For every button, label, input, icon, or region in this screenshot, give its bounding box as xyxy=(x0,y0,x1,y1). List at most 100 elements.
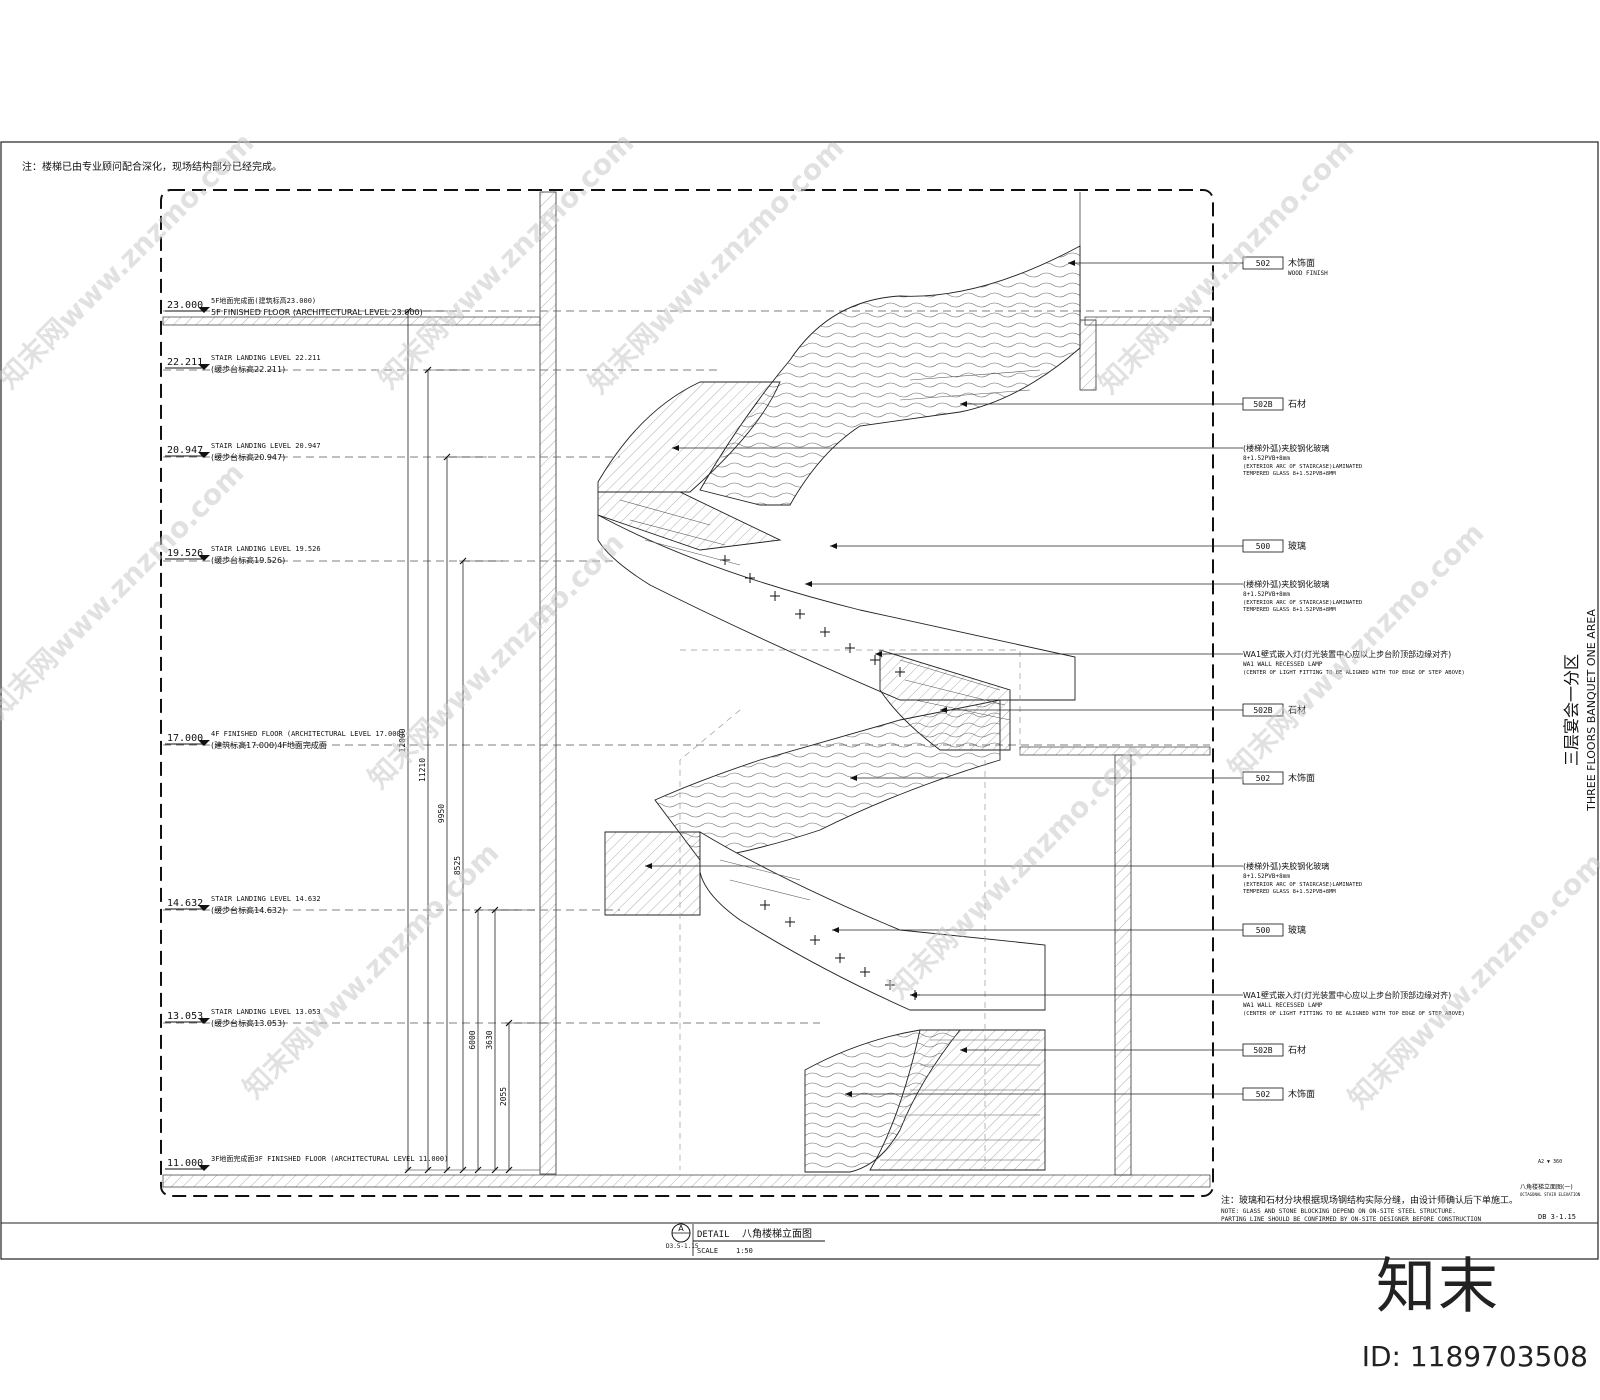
level-label-2: (缓步台标高19.526) xyxy=(211,555,285,565)
level-label-1: 4F FINISHED FLOOR (ARCHITECTURAL LEVEL 1… xyxy=(211,730,405,738)
level-label-1: 3F地面完成面3F FINISHED FLOOR (ARCHITECTURAL … xyxy=(211,1154,448,1163)
material-spec: WA1 WALL RECESSED LAMP xyxy=(1243,1002,1323,1009)
material-name: (楼梯外弧)夹胶钢化玻璃 xyxy=(1243,579,1329,589)
structural-column-right-lower xyxy=(1114,754,1132,1176)
floor-slab-5f-right xyxy=(1084,316,1212,326)
drawing-boundary xyxy=(160,189,1214,1197)
level-label-2: (缓步台标高20.947) xyxy=(211,452,285,462)
material-code: 500 xyxy=(1256,542,1271,551)
material-code-box xyxy=(1242,1043,1284,1057)
material-callout: 500 玻璃 xyxy=(830,539,1306,553)
level-value: 22.211 xyxy=(167,357,203,368)
material-spec-3: TEMPERED GLASS 8+1.52PVB+8MM xyxy=(1243,471,1336,477)
leader-arrow-icon xyxy=(830,543,837,549)
material-name: 木饰面 xyxy=(1288,1088,1315,1100)
level-value: 20.947 xyxy=(167,445,203,456)
material-code-box xyxy=(1242,771,1284,785)
material-spec-3: TEMPERED GLASS 8+1.52PVB+8MM xyxy=(1243,889,1336,895)
leader-arrow-icon xyxy=(850,775,857,781)
level-value: 19.526 xyxy=(167,548,203,559)
material-code: 502 xyxy=(1256,1090,1271,1099)
material-name: 石材 xyxy=(1288,1044,1306,1056)
watermark: 知末网www.znzmo.com xyxy=(237,836,506,1105)
material-spec-2: (EXTERIOR ARC OF STAIRCASE)LAMINATED xyxy=(1243,882,1362,888)
bottom-note-cn: 注：玻璃和石材分块根据现场钢结构实际分缝，由设计师确认后下单施工。 xyxy=(1221,1194,1518,1206)
material-code: 500 xyxy=(1256,926,1271,935)
detail-ref: D3.5-1.15 xyxy=(666,1243,699,1250)
watermark: 知末网www.znzmo.com xyxy=(1092,131,1361,400)
material-code: 502B xyxy=(1253,1046,1272,1055)
material-code: 502B xyxy=(1253,400,1272,409)
material-code-box xyxy=(1242,397,1284,411)
material-name: 玻璃 xyxy=(1288,540,1306,552)
leader-arrow-icon xyxy=(910,992,917,998)
material-code: 502 xyxy=(1256,774,1271,783)
material-callout: 502B 石材 xyxy=(940,703,1306,717)
level-triangle-icon xyxy=(198,452,210,458)
material-code: 502B xyxy=(1253,706,1272,715)
level-triangle-icon xyxy=(198,307,210,313)
dimension-value: 3630 xyxy=(485,1030,494,1049)
material-name: 石材 xyxy=(1288,398,1306,410)
level-label-1: STAIR LANDING LEVEL 19.526 xyxy=(211,545,321,553)
material-callout: 502 木饰面 xyxy=(845,1087,1315,1101)
material-callout: WA1壁式嵌入灯(灯光装置中心应以上步台阶顶部边缘对齐) WA1 WALL REC… xyxy=(910,990,1465,1017)
structural-column-left xyxy=(539,191,557,1175)
dimension: 3630 xyxy=(485,906,535,1174)
leader-arrow-icon xyxy=(832,927,839,933)
material-spec: 8+1.52PVB+8mm xyxy=(1243,873,1290,880)
area-label-cn: 三层宴会一分区 xyxy=(1562,654,1581,766)
material-name: 木饰面 xyxy=(1288,257,1315,269)
level-label-2: (缓步台标高13.053) xyxy=(211,1018,285,1028)
sheet-title-cn: 八角楼梯立面图(一) xyxy=(1520,1183,1573,1191)
stair-flight-lower-wood xyxy=(654,699,1001,861)
material-code: 502 xyxy=(1256,259,1271,268)
leader-arrow-icon xyxy=(960,401,967,407)
material-spec: 8+1.52PVB+8mm xyxy=(1243,455,1290,462)
level-label-1: STAIR LANDING LEVEL 20.947 xyxy=(211,442,321,450)
material-callout: 502 木饰面 xyxy=(850,771,1315,785)
detail-label: DETAIL xyxy=(697,1230,730,1240)
level-triangle-icon xyxy=(198,555,210,561)
scale-value: 1:50 xyxy=(736,1247,753,1255)
level-marker: 11.000 3F地面完成面3F FINISHED FLOOR (ARCHITEC… xyxy=(165,1154,448,1171)
level-marker: 19.526 STAIR LANDING LEVEL 19.526 (缓步台标高19… xyxy=(165,545,321,565)
material-name: 木饰面 xyxy=(1288,772,1315,784)
level-triangle-icon xyxy=(198,364,210,370)
material-callout: 502B 石材 xyxy=(960,397,1306,411)
level-value: 13.053 xyxy=(167,1011,203,1022)
area-label: 三层宴会一分区 THREE FLOORS BANQUET ONE AREA xyxy=(1562,609,1598,812)
material-name: WA1壁式嵌入灯(灯光装置中心应以上步台阶顶部边缘对齐) xyxy=(1243,990,1451,1000)
material-name: 石材 xyxy=(1288,704,1306,716)
material-spec: 8+1.52PVB+8mm xyxy=(1243,591,1290,598)
level-value: 11.000 xyxy=(167,1158,203,1169)
bottom-note-en2: PARTING LINE SHOULD BE CONFIRMED BY ON-S… xyxy=(1221,1216,1481,1223)
staircase xyxy=(597,245,1081,1173)
level-label-1: STAIR LANDING LEVEL 14.632 xyxy=(211,895,321,903)
reference-dashed-area xyxy=(679,649,1021,1170)
level-label-1: STAIR LANDING LEVEL 13.053 xyxy=(211,1008,321,1016)
material-name: (楼梯外弧)夹胶钢化玻璃 xyxy=(1243,861,1329,871)
sheet-number: DB 3-1.15 xyxy=(1538,1213,1576,1221)
leader-arrow-icon xyxy=(960,1047,967,1053)
dimension-value: 9950 xyxy=(437,804,446,823)
dimension-value: 11210 xyxy=(418,758,427,782)
level-label-2: (建筑标高17.000)4F地面完成面 xyxy=(211,740,327,750)
stair-flight-lower xyxy=(699,831,1046,1011)
material-code-box xyxy=(1242,256,1284,270)
material-callout: 502B 石材 xyxy=(960,1043,1306,1057)
leader-arrow-icon xyxy=(845,1091,852,1097)
material-code-box xyxy=(1242,923,1284,937)
level-value: 14.632 xyxy=(167,898,203,909)
floor-slab-3f xyxy=(162,1174,1211,1188)
dimension-value: 8525 xyxy=(453,856,462,875)
leader-arrow-icon xyxy=(805,581,812,587)
material-callout: WA1壁式嵌入灯(灯光装置中心应以上步台阶顶部边缘对齐)WA1 WALL REC… xyxy=(875,649,1465,676)
